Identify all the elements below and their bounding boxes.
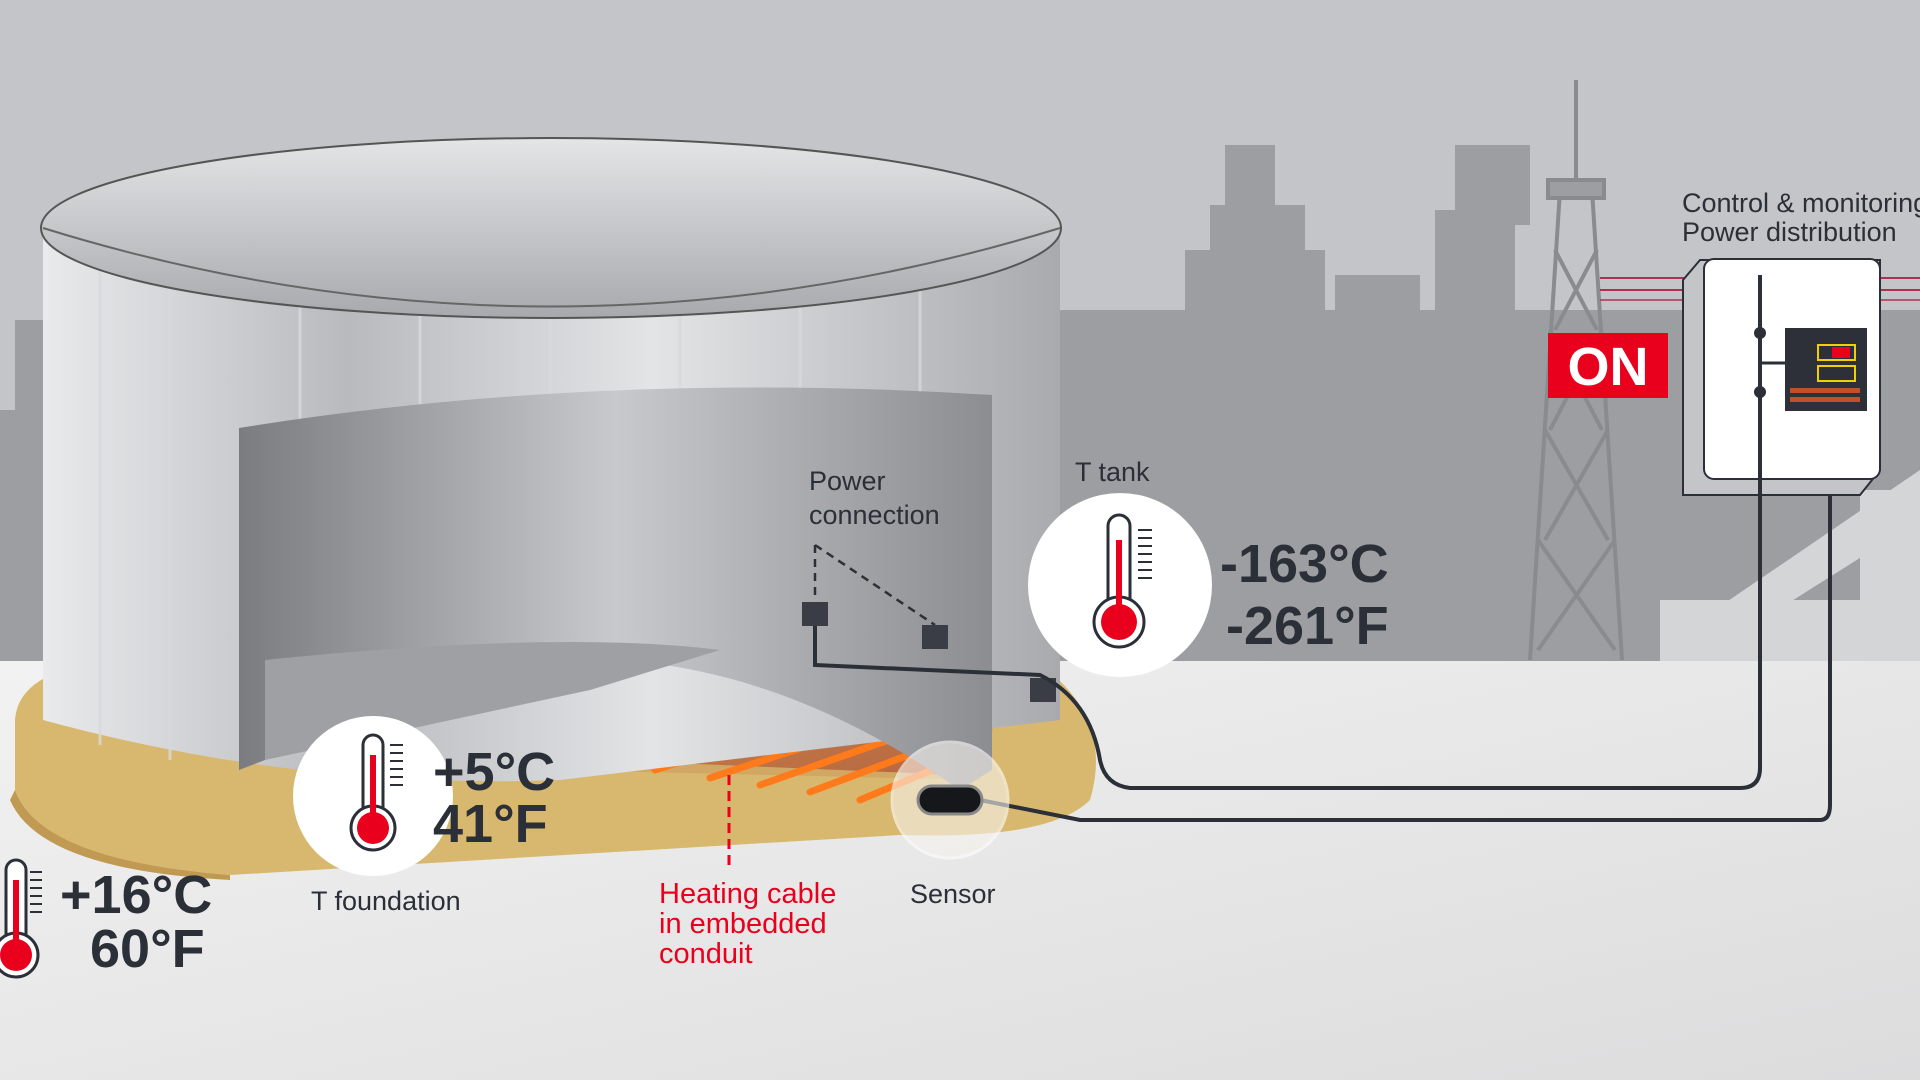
- status-on-label: ON: [1568, 337, 1649, 397]
- power-connection: [802, 543, 1056, 702]
- power-connection-label: Power: [809, 466, 886, 496]
- thermometer-tank: [1028, 493, 1212, 677]
- thermometer-icon: [349, 733, 403, 852]
- tank-roof: [40, 137, 1062, 319]
- t-tank-label: T tank: [1075, 457, 1150, 487]
- control-monitoring-label: Control & monitoring: [1682, 188, 1920, 218]
- t-foundation-label: T foundation: [311, 886, 461, 916]
- foundation-temp-fahrenheit: 41°F: [433, 794, 548, 854]
- oil-derrick: [1528, 80, 1624, 661]
- junction-box-icon: [802, 602, 828, 626]
- power-connection-label-2: connection: [809, 500, 940, 530]
- tank-temp-fahrenheit: -261°F: [1226, 596, 1389, 656]
- heating-cable-label-2: in embedded: [659, 908, 827, 940]
- foundation-temp-celsius: +5°C: [433, 742, 555, 802]
- sensor-label: Sensor: [910, 879, 996, 909]
- power-cables: [813, 275, 1832, 822]
- sensor-icon: [916, 784, 984, 816]
- thermometer-foundation: [293, 716, 453, 876]
- heating-cable-label-3: conduit: [659, 938, 753, 970]
- sensor: [890, 740, 1010, 860]
- ambient-temp-celsius: +16°C: [60, 865, 212, 925]
- heating-cable-label: Heating cable: [659, 878, 836, 910]
- thermometer-ambient: [0, 858, 42, 979]
- ambient-temp-fahrenheit: 60°F: [90, 919, 205, 979]
- lng-tank: [40, 137, 1062, 790]
- thermometer-icon: [1092, 513, 1152, 649]
- heating-status-badge: ON: [1548, 333, 1668, 398]
- plant-structures: [1660, 470, 1920, 661]
- tank-temp-celsius: -163°C: [1220, 534, 1389, 594]
- junction-box-icon: [922, 625, 948, 649]
- power-distribution-label: Power distribution: [1682, 217, 1897, 247]
- control-box: [1600, 258, 1920, 496]
